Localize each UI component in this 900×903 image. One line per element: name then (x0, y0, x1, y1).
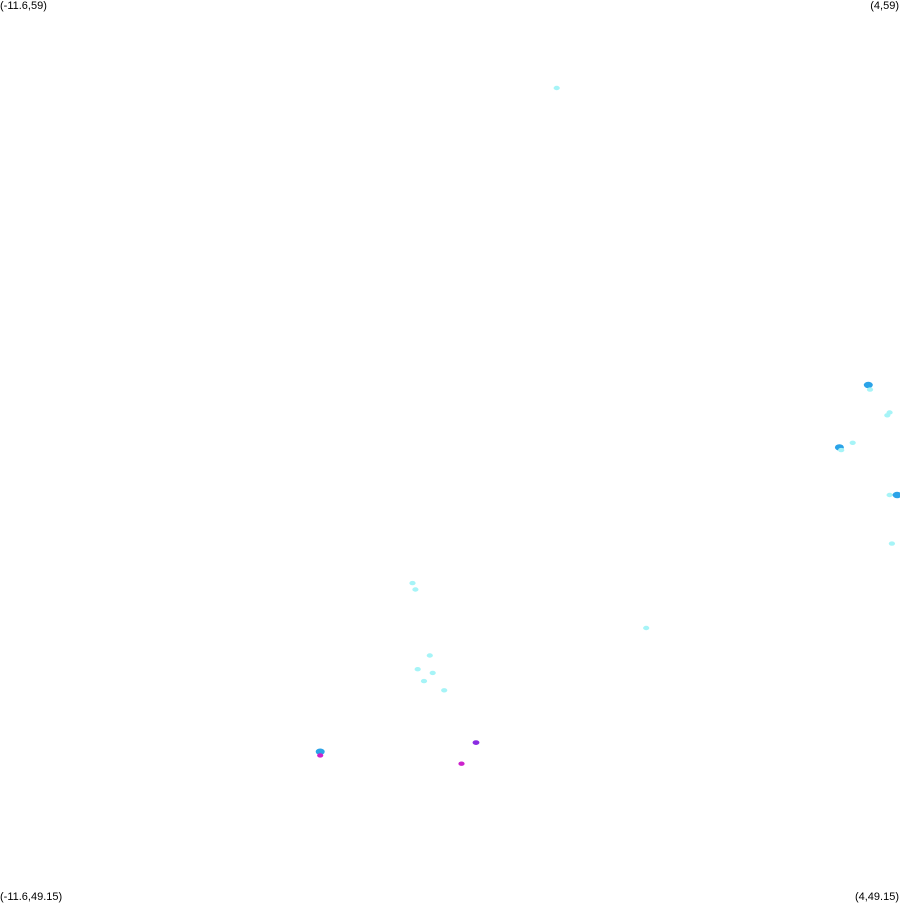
echo-very-heavy-rain-22 (458, 761, 465, 766)
echo-light-rain-15 (414, 667, 421, 672)
echo-light-rain-10 (888, 541, 896, 546)
precipitation-echoes (315, 85, 900, 766)
echo-light-rain-13 (643, 625, 650, 631)
echo-light-rain-0 (553, 85, 560, 91)
echo-light-rain-18 (441, 688, 448, 693)
echo-light-rain-11 (409, 580, 416, 586)
corner-label-bottom-left: (-11.6,49.15) (0, 891, 63, 903)
echo-moderate-rain-19 (315, 748, 325, 755)
echo-light-rain-14 (426, 653, 433, 658)
echo-light-rain-7 (849, 440, 856, 445)
echo-light-rain-2 (866, 387, 874, 392)
echo-light-rain-17 (429, 670, 436, 676)
echo-light-rain-4 (884, 413, 891, 418)
echo-light-rain-8 (886, 492, 893, 498)
corner-label-top-left: (-11.6,59) (0, 0, 47, 12)
echo-light-rain-16 (420, 678, 428, 684)
echo-light-rain-12 (412, 587, 419, 592)
corner-label-top-right: (4,59) (870, 0, 899, 12)
echo-light-rain-6 (838, 447, 845, 453)
echo-moderate-rain-1 (863, 381, 873, 389)
corner-label-bottom-right: (4,49.15) (854, 891, 899, 903)
echo-moderate-rain-9 (892, 491, 900, 499)
echo-very-heavy-rain-20 (317, 753, 324, 758)
echo-heavy-rain-21 (472, 740, 480, 745)
